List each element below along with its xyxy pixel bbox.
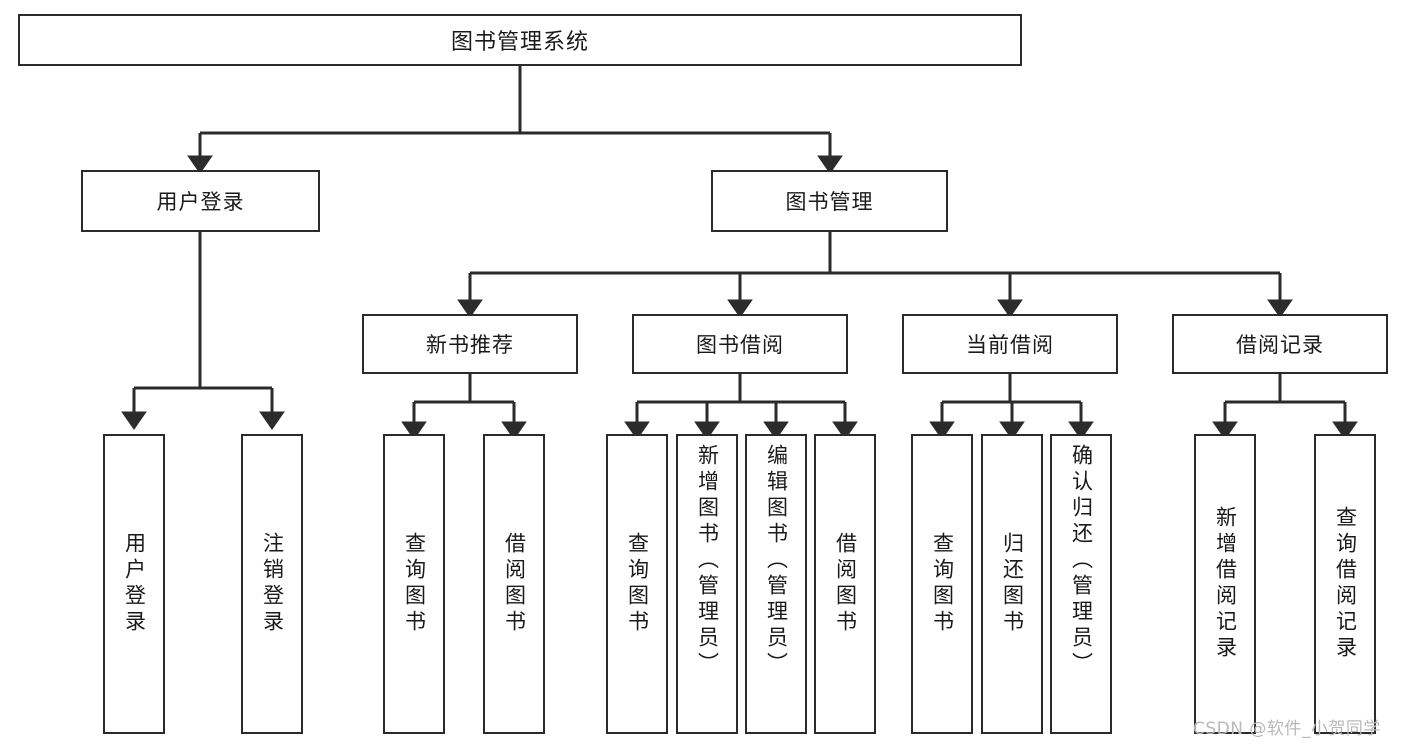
node-current-borrow[interactable]: 当前借阅 [902, 314, 1118, 374]
node-root-system[interactable]: 图书管理系统 [18, 14, 1022, 66]
node-label: 图书借阅 [696, 333, 784, 357]
node-label: 查询图书 [930, 532, 955, 636]
leaf-add-book-admin[interactable]: 新增图书（管理员） [676, 434, 738, 734]
node-book-management[interactable]: 图书管理 [711, 170, 948, 232]
edges-book-borrow [624, 374, 858, 440]
node-label: 查询图书 [402, 532, 427, 636]
leaf-borrow-book-rec[interactable]: 借阅图书 [483, 434, 545, 734]
leaf-query-book-borrow[interactable]: 查询图书 [606, 434, 668, 734]
edges-level1 [187, 66, 843, 174]
edges-borrow-record [1212, 374, 1358, 440]
edges-user-login-branch [121, 232, 285, 430]
node-user-login[interactable]: 用户登录 [81, 170, 320, 232]
node-label: 新书推荐 [426, 333, 514, 357]
node-label: 归还图书 [1000, 532, 1025, 636]
leaf-return-book[interactable]: 归还图书 [981, 434, 1043, 734]
csdn-watermark: CSDN @软件_小贺同学 [1193, 719, 1381, 739]
node-label: 编辑图书（管理员） [764, 444, 789, 678]
node-label: 图书管理 [785, 190, 874, 214]
node-label: 新增借阅记录 [1213, 506, 1238, 662]
node-label: 查询借阅记录 [1333, 506, 1358, 662]
edges-current-borrow [929, 374, 1094, 440]
node-label: 图书管理系统 [450, 30, 589, 55]
leaf-logout[interactable]: 注销登录 [241, 434, 303, 734]
node-label: 借阅图书 [833, 532, 858, 636]
edges-book-manage-branch [457, 232, 1293, 318]
node-label: 确认归还（管理员） [1069, 444, 1094, 678]
node-new-book-recommend[interactable]: 新书推荐 [362, 314, 578, 374]
node-label: 查询图书 [625, 532, 650, 636]
node-borrow-record[interactable]: 借阅记录 [1172, 314, 1388, 374]
edges-new-book-rec [401, 374, 527, 440]
node-label: 借阅图书 [502, 532, 527, 636]
leaf-user-login[interactable]: 用户登录 [103, 434, 165, 734]
leaf-query-borrow-record[interactable]: 查询借阅记录 [1314, 434, 1376, 734]
leaf-edit-book-admin[interactable]: 编辑图书（管理员） [745, 434, 807, 734]
node-label: 注销登录 [260, 532, 285, 636]
leaf-query-book-rec[interactable]: 查询图书 [383, 434, 445, 734]
node-book-borrow[interactable]: 图书借阅 [632, 314, 848, 374]
leaf-query-book-current[interactable]: 查询图书 [911, 434, 973, 734]
node-label: 新增图书（管理员） [695, 444, 720, 678]
node-label: 用户登录 [156, 190, 245, 214]
leaf-add-borrow-record[interactable]: 新增借阅记录 [1194, 434, 1256, 734]
node-label: 当前借阅 [966, 333, 1054, 357]
leaf-confirm-return-admin[interactable]: 确认归还（管理员） [1050, 434, 1112, 734]
node-label: 借阅记录 [1236, 333, 1324, 357]
leaf-borrow-book[interactable]: 借阅图书 [814, 434, 876, 734]
node-label: 用户登录 [122, 532, 147, 636]
